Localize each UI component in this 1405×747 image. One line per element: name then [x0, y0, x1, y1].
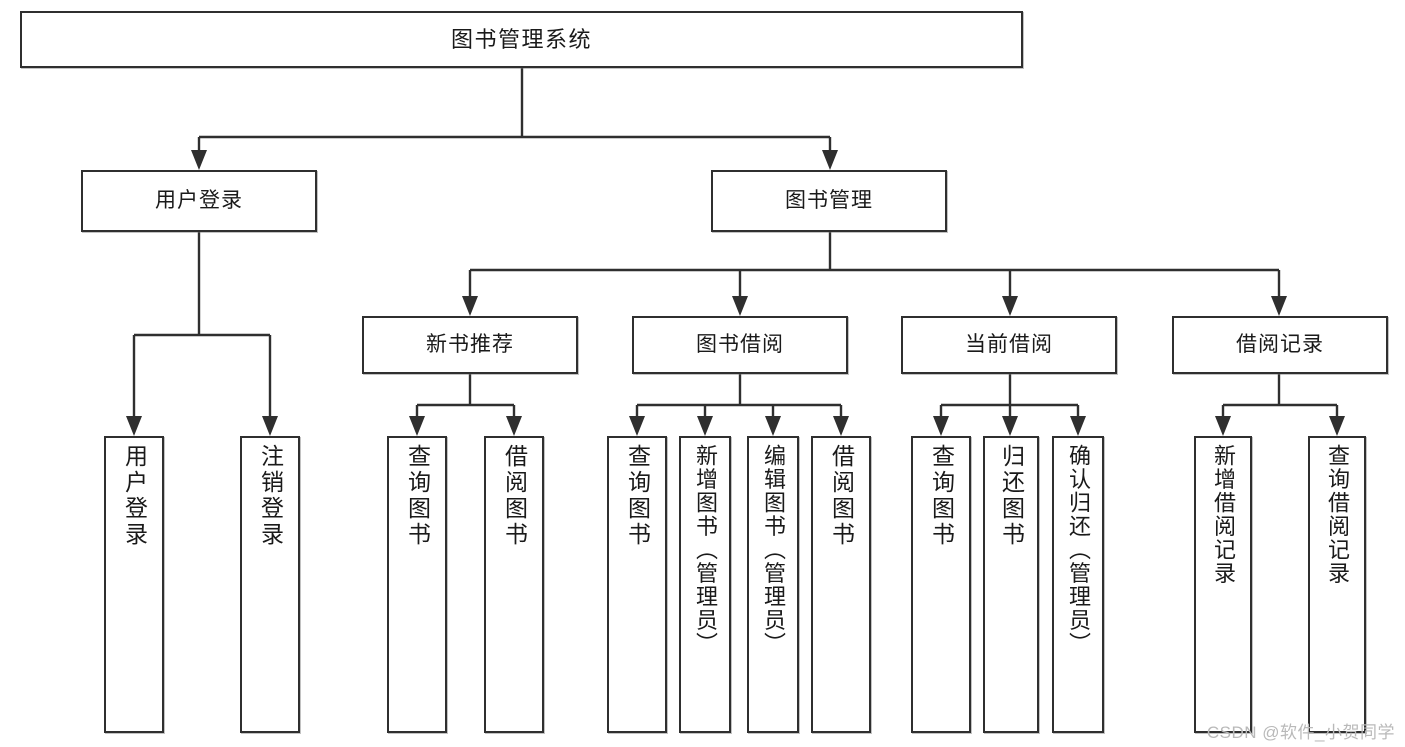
arrowhead-currentborrow-leaf1: [933, 416, 949, 436]
arrowhead-borrowrecord-leaf2: [1329, 416, 1345, 436]
arrowhead-book-manage: [822, 150, 838, 170]
arrowhead-bookborrow: [732, 296, 748, 316]
node-borrow-record[interactable]: 借阅记录: [1172, 316, 1388, 374]
node-root-system[interactable]: 图书管理系统: [20, 11, 1023, 68]
node-label: 查询图书: [404, 444, 431, 548]
leaf-confirm-return-admin[interactable]: 确认归还（管理员）: [1052, 436, 1104, 733]
leaf-query-book-borrow[interactable]: 查询图书: [607, 436, 667, 733]
leaf-query-book-current[interactable]: 查询图书: [911, 436, 971, 733]
node-label: 用户登录: [155, 188, 243, 212]
arrowhead-bookborrow-leaf3: [765, 416, 781, 436]
arrowhead-bookborrow-leaf2: [697, 416, 713, 436]
node-book-management[interactable]: 图书管理: [711, 170, 947, 232]
leaf-user-login[interactable]: 用户登录: [104, 436, 164, 733]
node-current-borrow[interactable]: 当前借阅: [901, 316, 1117, 374]
watermark-text: CSDN @软件_小贺同学: [1206, 723, 1395, 742]
node-label: 借阅图书: [828, 444, 855, 548]
leaf-return-book[interactable]: 归还图书: [983, 436, 1039, 733]
arrowhead-currentborrow-leaf2: [1002, 416, 1018, 436]
node-label: 图书借阅: [696, 332, 784, 356]
node-label: 确认归还（管理员）: [1066, 444, 1091, 656]
leaf-query-borrow-record[interactable]: 查询借阅记录: [1308, 436, 1366, 733]
node-label: 编辑图书（管理员）: [761, 444, 786, 656]
node-label: 新增借阅记录: [1211, 444, 1236, 585]
arrowhead-leaf-user-login: [126, 416, 142, 436]
node-label: 用户登录: [121, 444, 148, 548]
node-label: 当前借阅: [965, 332, 1053, 356]
node-label: 图书管理: [785, 188, 873, 212]
leaf-borrow-book-recommend[interactable]: 借阅图书: [484, 436, 544, 733]
node-label: 新书推荐: [426, 332, 514, 356]
node-label: 查询借阅记录: [1325, 444, 1350, 585]
node-label: 归还图书: [998, 444, 1025, 548]
arrowhead-newbook: [462, 296, 478, 316]
arrowhead-newbook-leaf1: [409, 416, 425, 436]
node-label: 借阅图书: [501, 444, 528, 548]
node-user-login[interactable]: 用户登录: [81, 170, 317, 232]
arrowhead-borrowrecord-leaf1: [1215, 416, 1231, 436]
node-new-book-recommend[interactable]: 新书推荐: [362, 316, 578, 374]
arrowhead-currentborrow: [1002, 296, 1018, 316]
leaf-add-borrow-record[interactable]: 新增借阅记录: [1194, 436, 1252, 733]
arrowhead-leaf-logout: [262, 416, 278, 436]
node-book-borrow[interactable]: 图书借阅: [632, 316, 848, 374]
node-label: 查询图书: [624, 444, 651, 548]
leaf-query-book-recommend[interactable]: 查询图书: [387, 436, 447, 733]
arrowhead-currentborrow-leaf3: [1070, 416, 1086, 436]
arrowhead-bookborrow-leaf4: [833, 416, 849, 436]
leaf-edit-book-admin[interactable]: 编辑图书（管理员）: [747, 436, 799, 733]
node-label: 图书管理系统: [450, 26, 592, 52]
arrowhead-borrowrecord: [1271, 296, 1287, 316]
node-label: 查询图书: [928, 444, 955, 548]
arrowhead-user-login: [191, 150, 207, 170]
arrowhead-newbook-leaf2: [506, 416, 522, 436]
leaf-borrow-book[interactable]: 借阅图书: [811, 436, 871, 733]
leaf-add-book-admin[interactable]: 新增图书（管理员）: [679, 436, 731, 733]
node-label: 借阅记录: [1236, 332, 1324, 356]
node-label: 注销登录: [257, 444, 284, 548]
arrowhead-bookborrow-leaf1: [629, 416, 645, 436]
node-label: 新增图书（管理员）: [693, 444, 718, 656]
leaf-logout[interactable]: 注销登录: [240, 436, 300, 733]
